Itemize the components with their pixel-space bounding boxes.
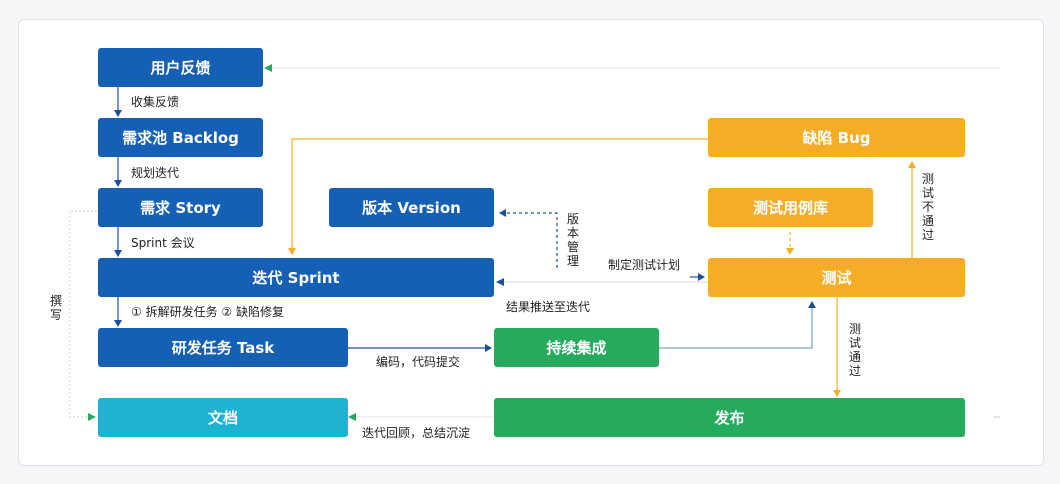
label-version-manage: 版本管理 <box>566 212 579 268</box>
node-sprint: 迭代 Sprint <box>98 258 494 297</box>
label-coding-commit: 编码，代码提交 <box>376 355 461 369</box>
label-write: 撰写 <box>49 294 62 322</box>
node-test-case-lib: 测试用例库 <box>708 188 873 227</box>
node-test: 测试 <box>708 258 965 297</box>
label-sprint-meeting: Sprint 会议 <box>131 236 195 250</box>
label-test-pass: 测试通过 <box>848 322 861 378</box>
node-bug: 缺陷 Bug <box>708 118 965 157</box>
label-split-tasks: ① 拆解研发任务 ② 缺陷修复 <box>131 305 284 319</box>
line-write <box>69 210 97 418</box>
node-version: 版本 Version <box>329 188 494 227</box>
node-backlog: 需求池 Backlog <box>98 118 263 157</box>
label-make-test-plan: 制定测试计划 <box>608 258 681 272</box>
node-task: 研发任务 Task <box>98 328 348 367</box>
arrow-bug-to-sprint <box>288 138 708 255</box>
node-ci: 持续集成 <box>494 328 659 367</box>
label-collect-feedback: 收集反馈 <box>131 95 180 109</box>
label-result-push: 结果推送至迭代 <box>506 300 591 314</box>
node-doc: 文档 <box>98 398 348 437</box>
node-release: 发布 <box>494 398 965 437</box>
arrow-version-manage <box>499 209 558 268</box>
label-review: 迭代回顾，总结沉淀 <box>362 426 471 440</box>
label-test-fail: 测试不通过 <box>921 172 934 242</box>
node-story: 需求 Story <box>98 188 263 227</box>
diagram-frame <box>18 19 1044 466</box>
label-plan-iteration: 规划迭代 <box>131 166 180 180</box>
arrow-ci-to-test <box>659 301 816 349</box>
node-user-feedback: 用户反馈 <box>98 48 263 87</box>
